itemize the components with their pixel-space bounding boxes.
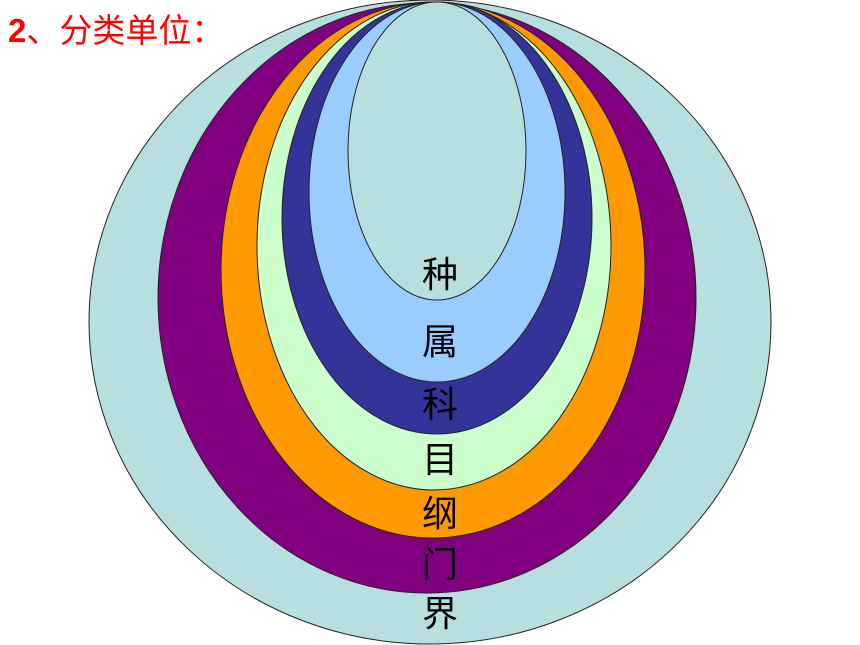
- rank-label-species: 种: [421, 255, 459, 296]
- rank-label-family: 科: [421, 385, 459, 426]
- rank-label-kingdom: 界: [421, 594, 459, 635]
- rank-label-order: 目: [421, 440, 459, 481]
- rank-label-class: 纲: [421, 494, 459, 535]
- heading-number: 2: [8, 12, 27, 49]
- rank-label-genus: 属: [421, 322, 459, 363]
- section-heading: 2、分类单位：: [8, 14, 224, 47]
- ellipse-species: [347, 1, 527, 301]
- heading-text: 、分类单位：: [26, 11, 225, 50]
- rank-label-phylum: 门: [421, 545, 459, 586]
